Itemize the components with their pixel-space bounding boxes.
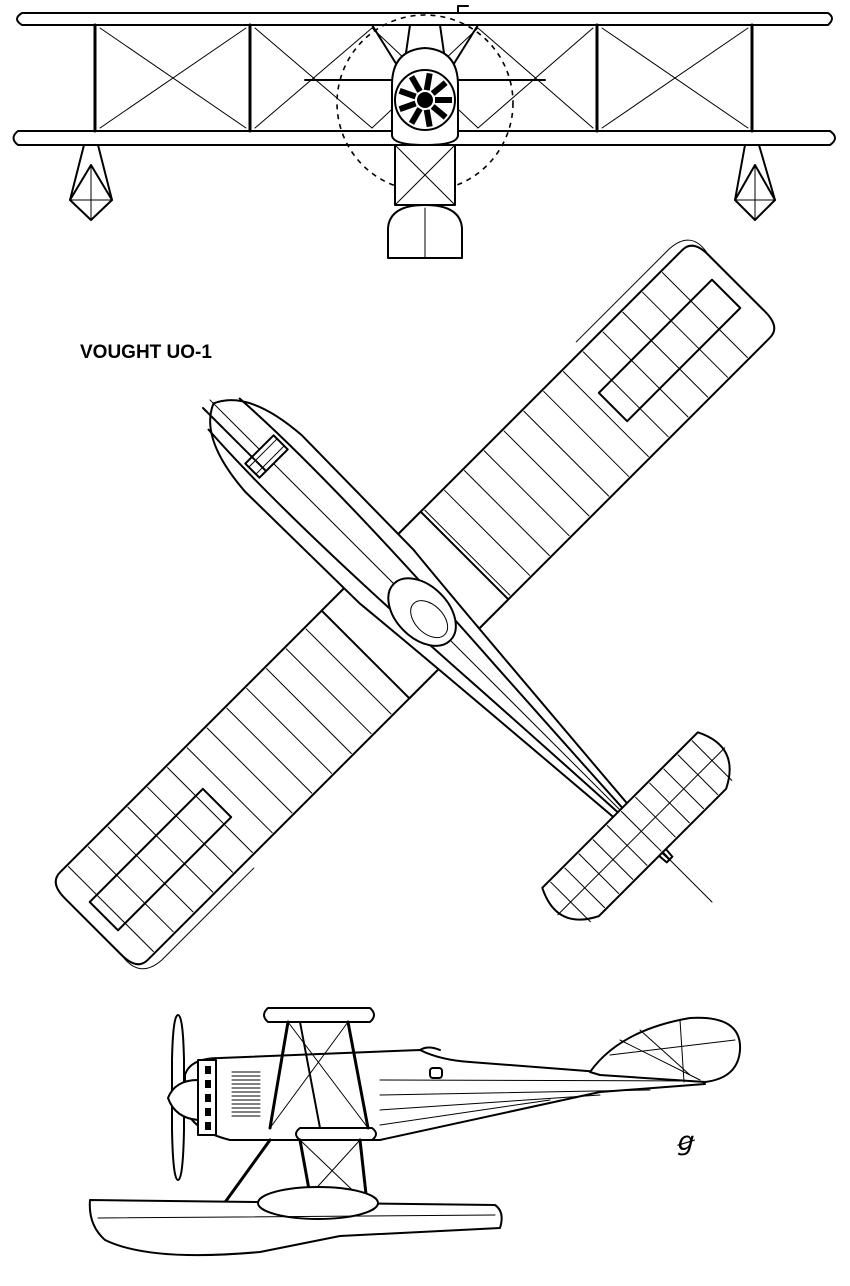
top-view: [54, 239, 776, 970]
radial-engine: [391, 47, 459, 146]
side-view: ꞡ: [88, 1007, 742, 1257]
artist-signature: ꞡ: [676, 1127, 695, 1157]
side-engine: [167, 1059, 217, 1136]
top-propeller: [202, 407, 266, 471]
front-interplane-struts: [93, 23, 754, 133]
top-fuselage: [207, 397, 733, 923]
propeller-disc: [336, 14, 514, 192]
side-float-deck: [257, 1186, 379, 1220]
front-view: [12, 5, 836, 259]
front-upper-wing: [16, 12, 833, 26]
side-main-float: [88, 1199, 503, 1257]
side-interplane-struts: [268, 1020, 370, 1130]
side-cowl-louvers: [231, 1071, 261, 1117]
front-antenna: [457, 5, 469, 14]
side-upper-wing: [263, 1007, 375, 1023]
side-rudder: [589, 1016, 742, 1083]
side-cockpit: [419, 1046, 441, 1051]
front-wingtip-float-right: [734, 144, 776, 221]
front-bracing-wires: [99, 27, 749, 129]
front-fuselage-strut: [394, 144, 456, 206]
front-wingtip-float-left: [69, 144, 113, 221]
drawing-title: VOUGHT UO-1: [80, 342, 212, 363]
side-lower-wing: [295, 1127, 377, 1141]
